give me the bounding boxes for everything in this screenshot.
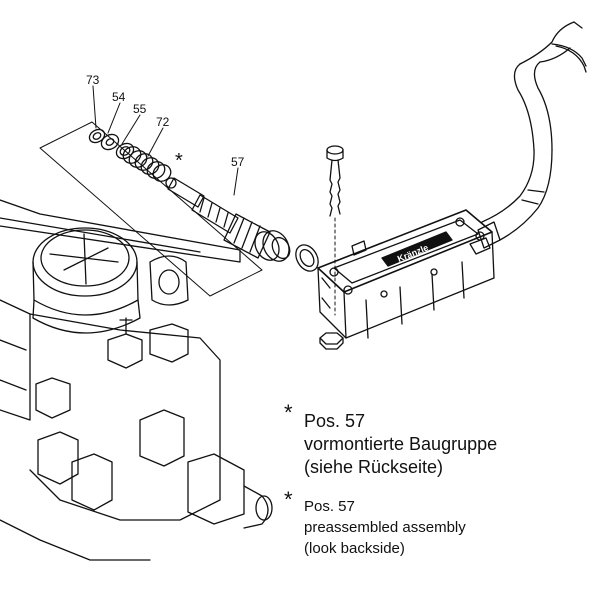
note-english-reference: (look backside) bbox=[304, 540, 405, 557]
callout-star: * bbox=[175, 150, 183, 172]
note-german: * Pos. 57 vormontierte Baugruppe (siehe … bbox=[284, 400, 584, 480]
note-english-position: Pos. 57 bbox=[304, 498, 355, 515]
exploded-view-frame bbox=[39, 121, 263, 297]
note-german-star: * bbox=[284, 400, 293, 425]
callout-57: 57 bbox=[231, 155, 245, 169]
note-english-star: * bbox=[284, 487, 293, 512]
note-german-position: Pos. 57 bbox=[304, 411, 366, 431]
note-english-description: preassembled assembly bbox=[304, 519, 466, 536]
mounting-screw bbox=[326, 145, 344, 316]
o-ring-seal bbox=[295, 244, 319, 272]
note-english: * Pos. 57 preassembled assembly (look ba… bbox=[284, 487, 584, 558]
part-73-o-ring bbox=[88, 128, 106, 144]
callout-labels: 73 54 55 72 * 57 bbox=[86, 73, 245, 172]
part-57-cartridge bbox=[165, 177, 291, 262]
part-54-washer bbox=[100, 133, 120, 151]
note-german-reference: (siehe Rückseite) bbox=[304, 457, 444, 477]
hex-nut bbox=[319, 332, 344, 350]
callout-55: 55 bbox=[133, 102, 147, 116]
callout-73: 73 bbox=[86, 73, 100, 87]
callout-72: 72 bbox=[156, 115, 170, 129]
callout-leaders bbox=[92, 85, 239, 196]
pump-body bbox=[0, 199, 273, 561]
part-72-spring bbox=[122, 146, 172, 182]
note-german-description: vormontierte Baugruppe bbox=[304, 434, 498, 454]
switch-box bbox=[317, 21, 587, 339]
callout-54: 54 bbox=[112, 90, 126, 104]
